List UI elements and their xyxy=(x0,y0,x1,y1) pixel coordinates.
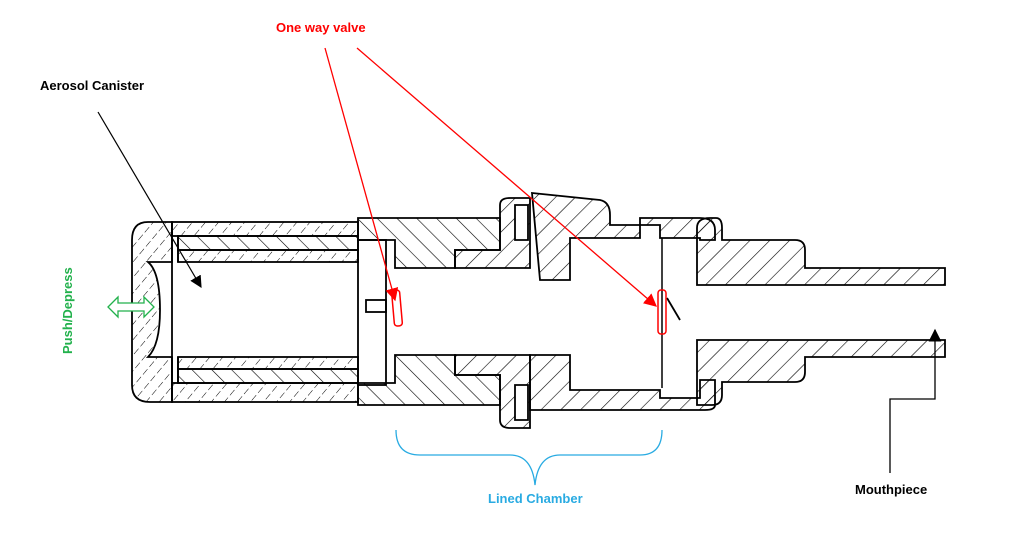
push-depress-label: Push/Depress xyxy=(60,267,75,354)
mouthpiece-arrow xyxy=(889,328,942,473)
valve-arrow-2 xyxy=(356,47,657,307)
chamber-top xyxy=(531,191,641,281)
coupling-top xyxy=(454,197,531,269)
chamber-bottom xyxy=(529,354,716,411)
lined-chamber-label: Lined Chamber xyxy=(488,491,583,506)
canister-cap xyxy=(131,221,173,403)
canister-tube-bot-mid xyxy=(177,368,359,384)
push-depress-arrow xyxy=(107,295,155,319)
mouthpiece-label: Mouthpiece xyxy=(855,482,928,497)
coupling-bottom xyxy=(454,354,531,429)
canister-tube-top-outer xyxy=(171,221,359,237)
canister-tube-bot-inner xyxy=(177,356,359,370)
device-body xyxy=(131,191,946,429)
valve-flap xyxy=(666,297,681,321)
canister-tube-bot-outer xyxy=(171,382,359,403)
valve-arrow-1 xyxy=(324,47,399,302)
aerosol-canister-label: Aerosol Canister xyxy=(40,78,145,93)
one-way-valve-label: One way valve xyxy=(276,20,366,35)
coupling-top-notch xyxy=(514,204,529,241)
canister-arrow xyxy=(97,111,202,289)
lined-chamber-brace xyxy=(395,429,663,486)
canister-tube-top-inner xyxy=(177,249,359,263)
canister-tube-top-mid xyxy=(177,235,359,251)
mouthpiece-bottom xyxy=(696,339,946,406)
mouthpiece-top xyxy=(696,217,946,286)
valve-marker-2 xyxy=(657,289,667,335)
